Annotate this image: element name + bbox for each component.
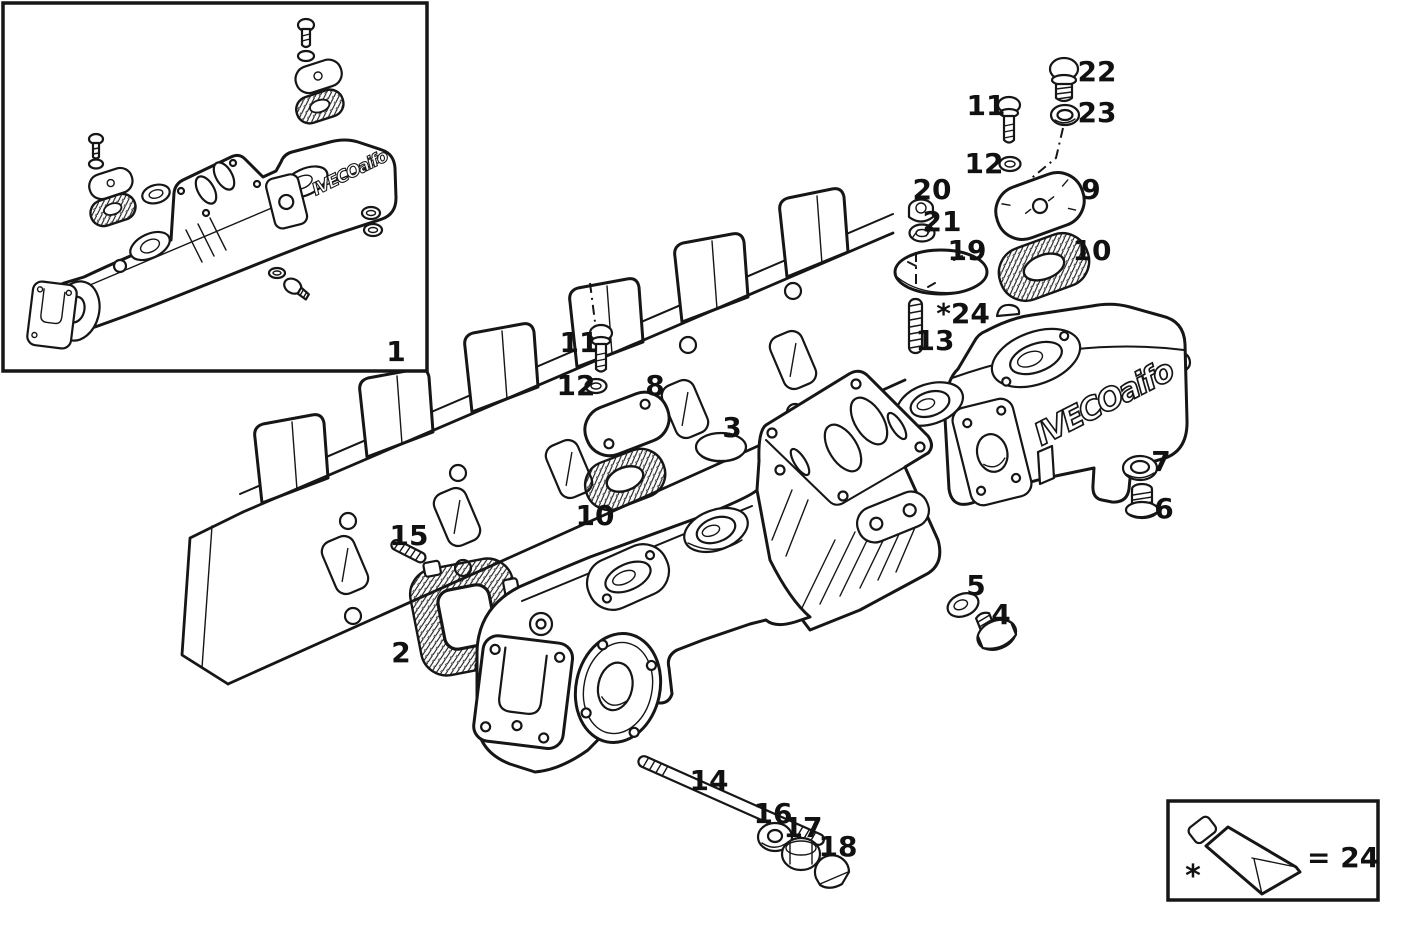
cover-plate-8 — [583, 390, 671, 458]
callout-label: 21 — [923, 205, 962, 238]
callout-label: 10 — [1073, 234, 1112, 267]
left-round-boss — [683, 506, 749, 554]
gasket-10-mid — [583, 447, 667, 512]
cover-plate-9 — [994, 171, 1086, 241]
callout-label: 8 — [645, 369, 664, 402]
callout-label: 16 — [754, 797, 793, 830]
callout-label: 10 — [576, 499, 615, 532]
riser-hatching — [771, 489, 926, 613]
inset-bolt-top — [296, 17, 316, 63]
inset-manifold-body: IVECOaifo — [26, 138, 398, 350]
inset-ring — [141, 183, 171, 205]
washer-23 — [1049, 103, 1081, 127]
callout-label: 19 — [948, 234, 987, 267]
gasket-10-top — [997, 232, 1091, 302]
plug-6 — [1124, 482, 1160, 520]
callout-label: 14 — [690, 764, 729, 797]
right-end-flange-plate — [951, 397, 1033, 507]
washer-12-mid — [584, 377, 608, 395]
callout-label: 2 — [391, 636, 410, 669]
right-top-flange — [990, 327, 1082, 389]
washer-7 — [1121, 454, 1159, 482]
intake-runner-humps — [253, 187, 850, 505]
manifold-left-section — [472, 488, 812, 774]
inset-bolt-left — [87, 132, 105, 170]
bolt-11-top — [996, 95, 1022, 144]
callout-label: 17 — [784, 811, 823, 844]
right-side-boss — [895, 381, 965, 427]
plate-19 — [893, 248, 989, 296]
callout-label: 5 — [966, 569, 985, 602]
left-top-flange — [585, 543, 671, 611]
callout-label: 23 — [1078, 96, 1117, 129]
callout-label: 7 — [1151, 445, 1170, 478]
callout-label: 15 — [390, 519, 429, 552]
inset-assembly-box: IVECOaifo — [1, 1, 429, 373]
manifold-right-section: IVECOaifo — [895, 302, 1192, 507]
callout-label: 6 — [1154, 492, 1173, 525]
inset-plate — [294, 58, 343, 95]
nut-20 — [907, 198, 935, 223]
legend-box: * = 24 — [1166, 799, 1380, 902]
bolt-22 — [1048, 56, 1080, 103]
inset-bolt-bottom — [267, 266, 310, 301]
callout-label: 11 — [560, 326, 599, 359]
inset-gasket-2 — [89, 192, 137, 228]
bolt-11-mid — [588, 282, 614, 373]
washer-12-top — [998, 155, 1022, 173]
left-end-flange — [573, 631, 663, 745]
callout-label: 13 — [916, 324, 955, 357]
callout-label: 1 — [386, 335, 405, 368]
callout-label: 22 — [1078, 55, 1117, 88]
callout-label: 12 — [557, 369, 596, 402]
head-ports — [320, 281, 818, 626]
callout-label: 18 — [819, 830, 858, 863]
legend-value: = 24 — [1307, 841, 1379, 874]
callout-label: 3 — [722, 411, 741, 444]
plug-4 — [974, 611, 1018, 651]
callout-label: *24 — [936, 297, 990, 330]
cylinder-head — [180, 187, 907, 686]
washer-5 — [946, 592, 980, 618]
callout-label: 12 — [965, 147, 1004, 180]
stud-13 — [907, 252, 924, 355]
nut-17 — [780, 836, 822, 872]
dowel-pin-15 — [390, 538, 427, 564]
left-bracket-plate — [472, 634, 575, 751]
washer-16 — [756, 821, 794, 853]
manifold-riser — [755, 369, 942, 632]
callout-label: 4 — [991, 598, 1010, 631]
legend-star: * — [1185, 859, 1201, 894]
inset-washers-right — [360, 205, 384, 238]
cap-plug-3 — [694, 431, 748, 463]
washer-21 — [908, 223, 936, 243]
inset-gasket — [295, 88, 345, 125]
callout-label: 20 — [913, 173, 952, 206]
sealant-tube-icon — [1187, 815, 1302, 896]
cap-nut-18 — [813, 854, 851, 889]
callout-label: 11 — [967, 89, 1006, 122]
callout-label: 9 — [1081, 173, 1100, 206]
leader-line-23-to-9 — [1013, 127, 1064, 196]
riser-ear-bracket — [855, 490, 931, 544]
